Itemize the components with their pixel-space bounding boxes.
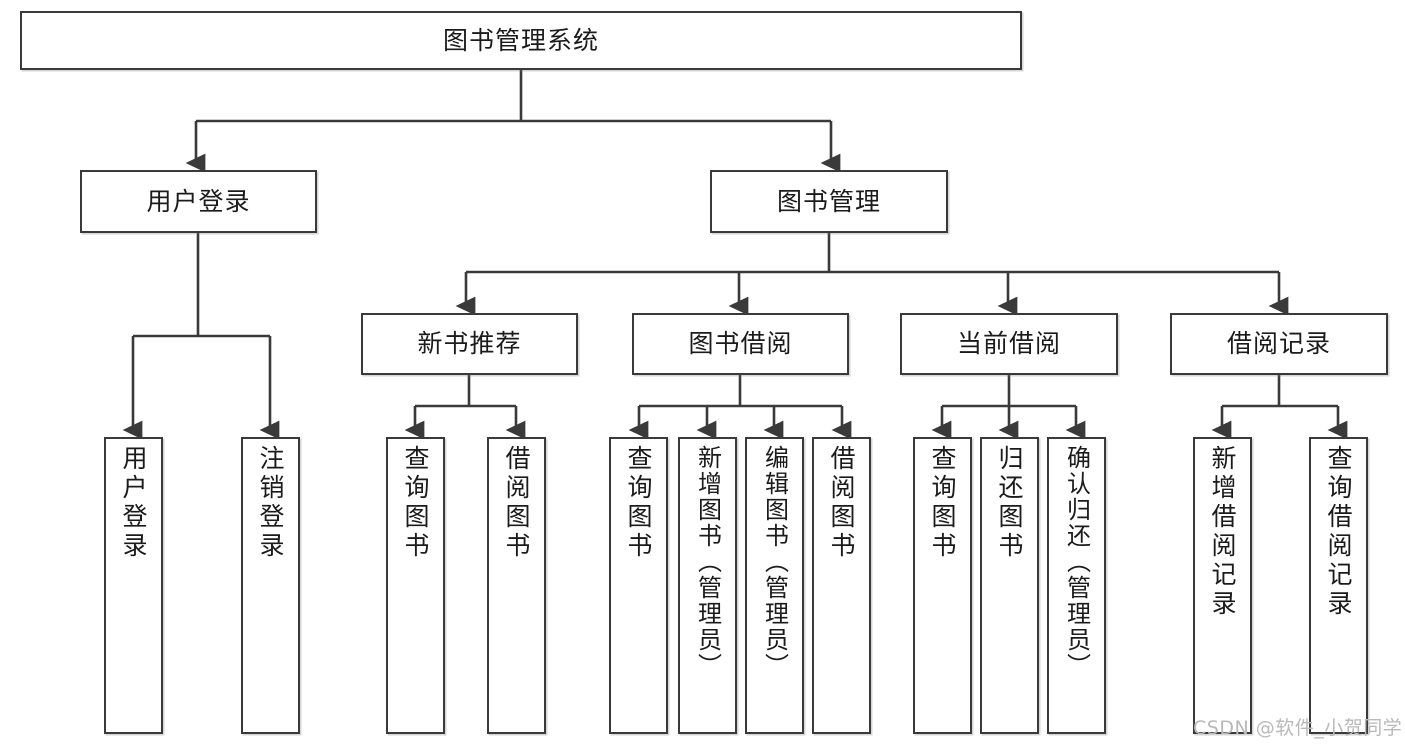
node-label: 借阅图书: [502, 445, 531, 561]
node-label: 注销登录: [256, 445, 285, 561]
node-label: 当前借阅: [956, 329, 1061, 359]
node-leaf-user-login[interactable]: 用户登录: [104, 437, 163, 734]
node-leaf-query-book-1[interactable]: 查询图书: [386, 437, 445, 734]
node-label: 归还图书: [995, 445, 1024, 561]
node-label: 用户登录: [146, 186, 251, 216]
node-label: 用户登录: [119, 445, 148, 561]
node-label: 查询图书: [624, 445, 653, 561]
node-leaf-query-book-2[interactable]: 查询图书: [609, 437, 668, 734]
node-label: 编辑图书（管理员）: [760, 445, 789, 679]
node-leaf-confirm-return-admin[interactable]: 确认归还（管理员）: [1047, 437, 1106, 734]
node-user-login[interactable]: 用户登录: [80, 170, 317, 233]
node-label: 借阅记录: [1226, 329, 1331, 359]
node-leaf-return-book[interactable]: 归还图书: [980, 437, 1039, 734]
node-leaf-borrow-book-1[interactable]: 借阅图书: [487, 437, 546, 734]
watermark: CSDN @软件_小贺同学: [1193, 717, 1403, 739]
node-leaf-query-book-3[interactable]: 查询图书: [913, 437, 972, 734]
node-leaf-add-borrow-record[interactable]: 新增借阅记录: [1193, 437, 1252, 734]
node-leaf-edit-book-admin[interactable]: 编辑图书（管理员）: [745, 437, 804, 734]
node-label: 确认归还（管理员）: [1062, 445, 1091, 679]
node-current-borrow[interactable]: 当前借阅: [900, 313, 1118, 375]
node-label: 图书管理系统: [442, 25, 599, 55]
node-leaf-borrow-book-2[interactable]: 借阅图书: [812, 437, 871, 734]
node-label: 图书管理: [776, 186, 881, 216]
node-new-book-recommendation[interactable]: 新书推荐: [361, 313, 578, 375]
node-label: 查询图书: [401, 445, 430, 561]
node-borrow-record[interactable]: 借阅记录: [1170, 313, 1388, 375]
node-label: 查询借阅记录: [1324, 445, 1353, 619]
node-book-borrow[interactable]: 图书借阅: [632, 313, 849, 375]
node-label: 借阅图书: [827, 445, 856, 561]
node-label: 新增借阅记录: [1208, 445, 1237, 619]
node-label: 新书推荐: [417, 329, 522, 359]
node-book-management[interactable]: 图书管理: [710, 170, 948, 233]
node-root-book-management-system[interactable]: 图书管理系统: [20, 11, 1022, 70]
node-label: 新增图书（管理员）: [693, 445, 722, 679]
node-leaf-logout[interactable]: 注销登录: [241, 437, 300, 734]
node-leaf-add-book-admin[interactable]: 新增图书（管理员）: [678, 437, 737, 734]
node-label: 查询图书: [928, 445, 957, 561]
node-label: 图书借阅: [688, 329, 793, 359]
node-leaf-query-borrow-record[interactable]: 查询借阅记录: [1309, 437, 1368, 734]
